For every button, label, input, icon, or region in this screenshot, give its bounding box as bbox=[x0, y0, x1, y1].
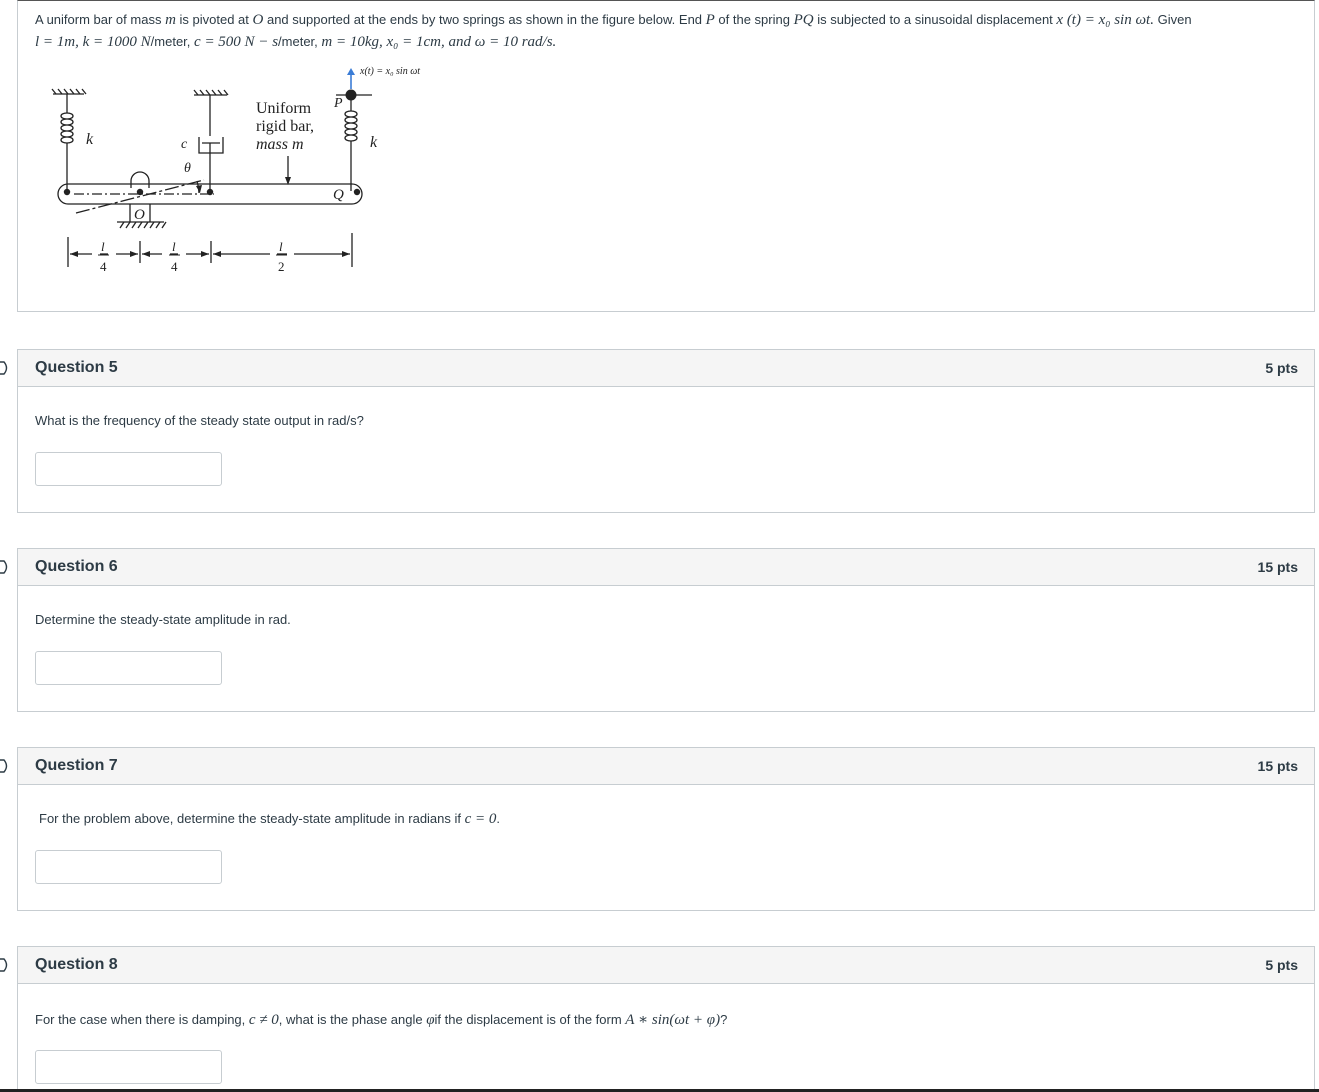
question-points: 5 pts bbox=[1265, 957, 1298, 973]
question-text: Determine the steady-state amplitude in … bbox=[35, 612, 291, 627]
question-title: Question 5 bbox=[35, 359, 118, 376]
question-7: Question 7 15 pts For the problem above,… bbox=[17, 747, 1315, 911]
problem-text: A uniform bar of mass m is pivoted at O … bbox=[35, 12, 1192, 50]
question-points: 5 pts bbox=[1265, 360, 1298, 376]
question-title: Question 8 bbox=[35, 956, 118, 973]
page-bottom-border bbox=[0, 1089, 1319, 1092]
point-q-label: Q bbox=[333, 187, 344, 203]
question-points: 15 pts bbox=[1257, 758, 1298, 774]
dim3-den: 2 bbox=[278, 259, 285, 274]
damper-label: c bbox=[181, 137, 188, 152]
question-header: Question 6 15 pts bbox=[18, 549, 1314, 586]
question-title: Question 6 bbox=[35, 558, 118, 575]
displacement-label: x(t) = x₀ sin ωt bbox=[359, 66, 420, 77]
question-flag-icon[interactable] bbox=[0, 361, 10, 375]
bar-label-line2: rigid bar, bbox=[256, 118, 314, 135]
question-points: 15 pts bbox=[1257, 559, 1298, 575]
dim1-den: 4 bbox=[100, 259, 107, 274]
question-flag-icon[interactable] bbox=[0, 958, 10, 972]
question-header: Question 7 15 pts bbox=[18, 748, 1314, 785]
bar-label-line3: mass m bbox=[256, 136, 304, 153]
dim2-num: l bbox=[172, 239, 176, 254]
question-5: Question 5 5 pts What is the frequency o… bbox=[17, 349, 1315, 513]
pivot-o-label: O bbox=[134, 207, 145, 223]
point-p-label: P bbox=[333, 96, 343, 111]
question-8: Question 8 5 pts For the case when there… bbox=[17, 946, 1315, 1092]
question-title: Question 7 bbox=[35, 757, 118, 774]
question-text: For the problem above, determine the ste… bbox=[39, 811, 501, 827]
left-spring-label: k bbox=[86, 131, 94, 148]
question-flag-icon[interactable] bbox=[0, 759, 10, 773]
answer-input[interactable] bbox=[35, 651, 222, 685]
question-header: Question 8 5 pts bbox=[18, 947, 1314, 984]
right-spring-label: k bbox=[370, 134, 378, 151]
spring-bar-figure: x(t) = x₀ sin ωt k k c θ Uniform rigid b… bbox=[51, 66, 420, 274]
dim3-num: l bbox=[279, 239, 283, 254]
dim2-den: 4 bbox=[171, 259, 178, 274]
question-6: Question 6 15 pts Determine the steady-s… bbox=[17, 548, 1315, 712]
question-text: What is the frequency of the steady stat… bbox=[35, 413, 364, 428]
answer-input[interactable] bbox=[35, 850, 222, 884]
answer-input[interactable] bbox=[35, 452, 222, 486]
question-header: Question 5 5 pts bbox=[18, 350, 1314, 387]
theta-label: θ bbox=[184, 161, 191, 176]
question-flag-icon[interactable] bbox=[0, 560, 10, 574]
bar-label-line1: Uniform bbox=[256, 100, 312, 117]
answer-input[interactable] bbox=[35, 1050, 222, 1084]
question-text: For the case when there is damping, c ≠ … bbox=[35, 1012, 728, 1028]
dim1-num: l bbox=[101, 239, 105, 254]
problem-statement: A uniform bar of mass m is pivoted at O … bbox=[17, 0, 1315, 312]
